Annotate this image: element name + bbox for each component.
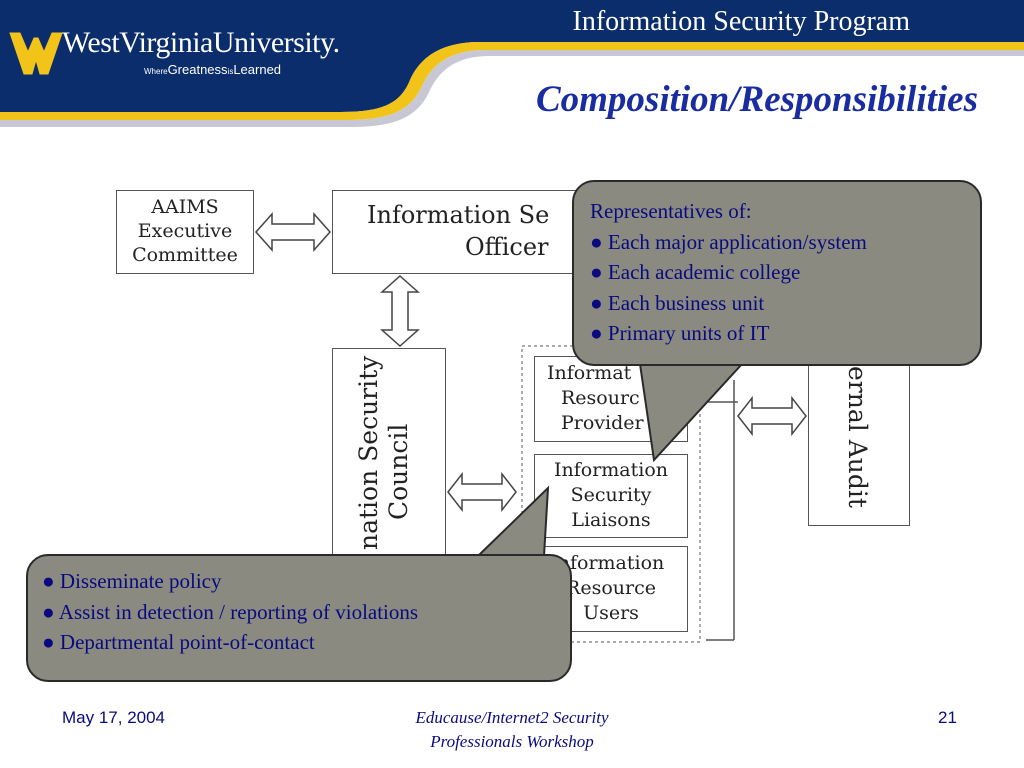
double-arrow-icon bbox=[447, 471, 517, 513]
footer-event: Educause/Internet2 Security Professional… bbox=[415, 708, 609, 751]
university-logo-text: WestVirginiaUniversity. bbox=[62, 26, 340, 59]
liaison-duties-callout-text: ● Disseminate policy ● Assist in detecti… bbox=[42, 569, 419, 654]
representatives-callout bbox=[572, 180, 982, 366]
double-arrow-icon bbox=[254, 212, 332, 252]
footer-page-number: 21 bbox=[938, 708, 957, 727]
footer-date: May 17, 2004 bbox=[62, 708, 166, 727]
double-arrow-vertical-icon bbox=[380, 274, 420, 348]
program-title: Information Security Program bbox=[572, 6, 910, 37]
representatives-callout-text: Representatives of: ● Each major applica… bbox=[590, 199, 867, 345]
slide-title: Composition/Responsibilities bbox=[535, 79, 978, 120]
diagram-connectors bbox=[254, 212, 807, 643]
header-banner bbox=[0, 0, 1024, 127]
liaison-duties-callout bbox=[26, 554, 572, 682]
internal-audit-box bbox=[808, 346, 910, 526]
double-arrow-icon bbox=[737, 395, 807, 437]
wv-logo-icon bbox=[9, 32, 63, 75]
university-tagline: WhereGreatnessisLearned bbox=[144, 62, 282, 77]
